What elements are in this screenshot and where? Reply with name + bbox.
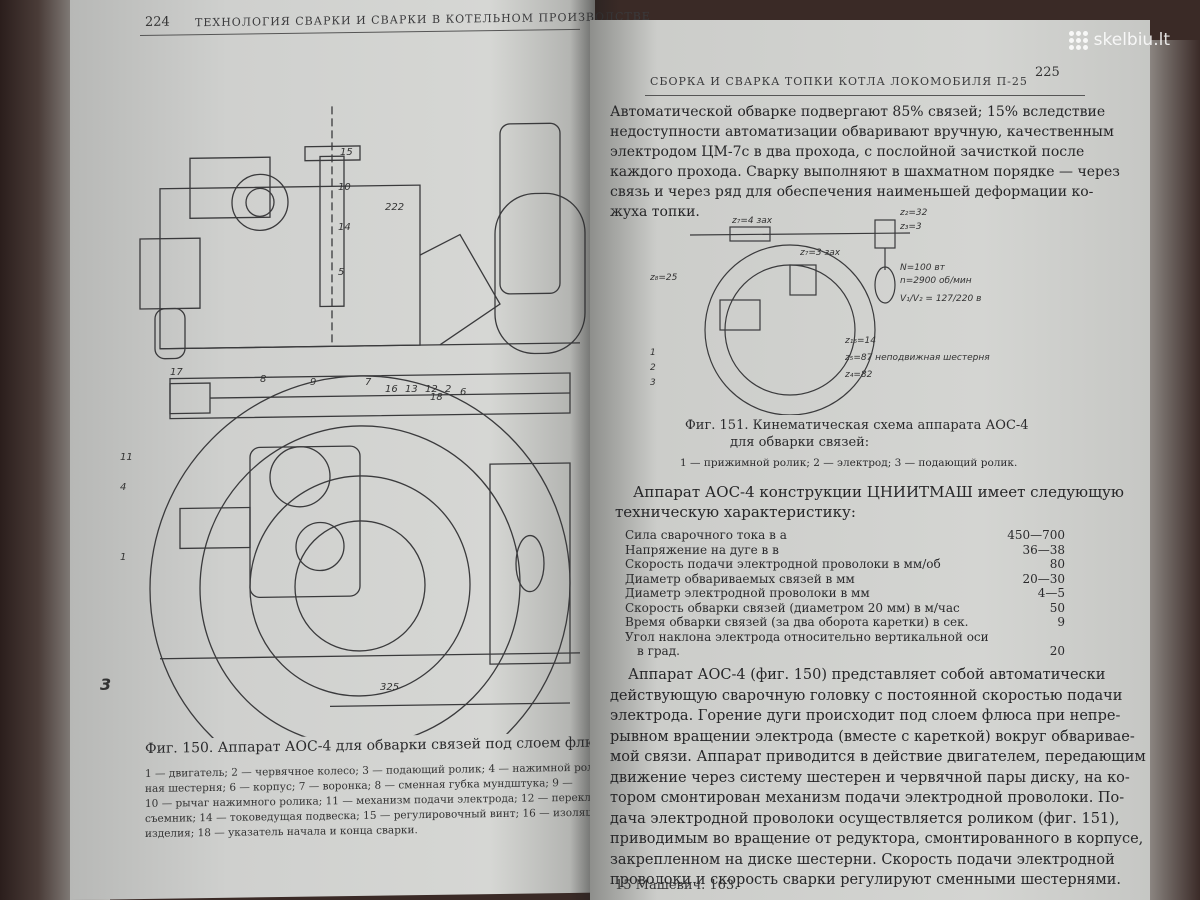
right-page: Сборка и сварка топки котла локомобиля П… <box>590 20 1150 900</box>
diagram-label: z₄=82 <box>844 370 873 380</box>
spec-row: Скорость обварки связей (диаметром 20 мм… <box>625 600 1065 615</box>
main-paragraph: Аппарат АОС-4 (фиг. 150) представляет со… <box>610 667 1146 888</box>
watermark: skelbiu.lt <box>1068 30 1170 50</box>
spec-row: Угол наклона электрода относительно верт… <box>625 629 989 644</box>
right-head-rule <box>645 95 1085 96</box>
diagram-label: z₈=25 <box>650 273 678 283</box>
figure-151-caption-2: для обварки связей: <box>730 435 870 450</box>
diagram-label: z₇=3 зах <box>799 248 841 258</box>
figure-151-diagram: z₂=32 z₃=3 z₇=4 зах z₇=3 зах z₈=25 N=100… <box>650 208 990 415</box>
diagram-label: 3 <box>650 378 656 388</box>
diagram-label: z₂=32 <box>899 208 928 218</box>
left-page: 224 Технология сварки и сварки в котельн… <box>70 0 651 900</box>
spec-row: в град.20 <box>637 644 1065 658</box>
spec-intro: Аппарат АОС-4 конструкции ЦНИИТМАШ имеет… <box>615 483 1124 521</box>
left-page-number: 224 <box>145 14 170 30</box>
diagram-label: V₁/V₂ = 127/220 в <box>900 294 981 304</box>
diagram-label: 1 <box>650 348 656 358</box>
figure-150-legend: 1 — двигатель; 2 — червячное колесо; 3 —… <box>145 760 641 842</box>
figure-151-caption: Фиг. 151. Кинематическая схема аппарата … <box>685 418 1029 433</box>
spec-row: Время обварки связей (за два оборота кар… <box>625 615 1065 629</box>
right-page-number: 225 <box>1035 65 1060 80</box>
diagram-label: 2 <box>650 363 656 373</box>
page-footer: 15 Машевич. 163. <box>615 878 739 893</box>
diagram-label: N=100 вт <box>900 263 946 273</box>
right-running-head: Сборка и сварка топки котла локомобиля П… <box>650 75 1028 88</box>
spec-row: Скорость подачи электродной проволоки в … <box>625 557 1065 571</box>
diagram-label: z₃=3 <box>899 222 922 232</box>
diagram-label: n=2900 об/мин <box>900 276 972 286</box>
figure-151-legend: 1 — прижимной ролик; 2 — электрод; 3 — п… <box>680 457 1018 469</box>
left-head-rule <box>140 28 580 37</box>
watermark-text: skelbiu.lt <box>1093 30 1170 50</box>
figure-150-drawing <box>139 106 586 740</box>
watermark-dots-icon <box>1068 30 1088 50</box>
intro-paragraph: Автоматической обварке подвергают 85% св… <box>610 104 1120 220</box>
diagram-label: z₇=4 зах <box>731 216 773 226</box>
diagram-label: z₁₆=14 <box>844 336 876 346</box>
diagram-label: z₅=87 неподвижная шестерня <box>844 353 990 363</box>
